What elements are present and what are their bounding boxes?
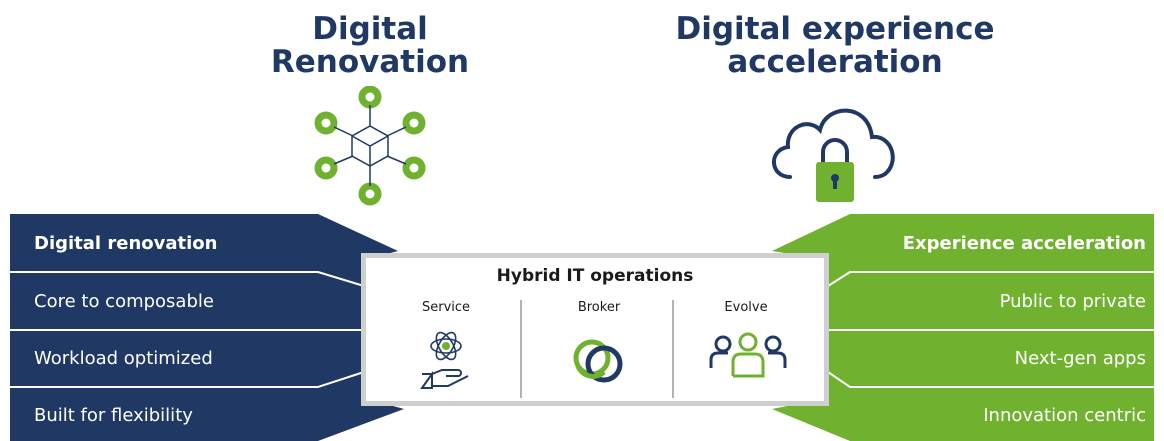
heading-line: acceleration xyxy=(727,44,943,80)
left-row-label: Core to composable xyxy=(34,291,214,312)
cloud-lock-icon xyxy=(772,108,895,202)
evolve-label: Evolve xyxy=(724,300,768,315)
column-divider xyxy=(520,300,522,398)
left-row-label: Built for flexibility xyxy=(34,405,193,426)
right-green-band xyxy=(772,214,1154,441)
left-row-separator xyxy=(10,271,365,287)
digital-renovation-heading: Digital Renovation xyxy=(240,13,500,79)
right-row-label: Public to private xyxy=(999,291,1146,312)
left-row-label: Workload optimized xyxy=(34,348,213,369)
column-divider xyxy=(672,300,674,398)
right-row-separator xyxy=(827,271,1154,287)
heading-line: Renovation xyxy=(270,44,470,80)
interlocked-rings-icon xyxy=(573,339,623,383)
center-title: Hybrid IT operations xyxy=(496,266,694,286)
service-label: Service xyxy=(421,300,471,315)
digital-experience-heading: Digital experience acceleration xyxy=(640,13,1030,79)
right-row-separator xyxy=(827,371,1154,388)
hybrid-it-operations-box: Hybrid IT operations Service Broker Evol… xyxy=(361,253,829,406)
broker-label: Broker xyxy=(577,300,621,315)
heading-line: Digital xyxy=(312,11,428,47)
heading-line: Digital experience xyxy=(675,11,995,47)
left-row-label: Digital renovation xyxy=(34,233,218,254)
right-row-label: Innovation centric xyxy=(983,405,1146,426)
people-group-icon xyxy=(709,332,787,378)
right-row-label: Experience acceleration xyxy=(902,233,1146,254)
atom-hand-icon xyxy=(420,331,469,389)
left-navy-band xyxy=(10,214,404,441)
right-row-label: Next-gen apps xyxy=(1014,348,1146,369)
left-row-separator xyxy=(10,371,365,388)
network-cube-icon xyxy=(314,86,426,206)
